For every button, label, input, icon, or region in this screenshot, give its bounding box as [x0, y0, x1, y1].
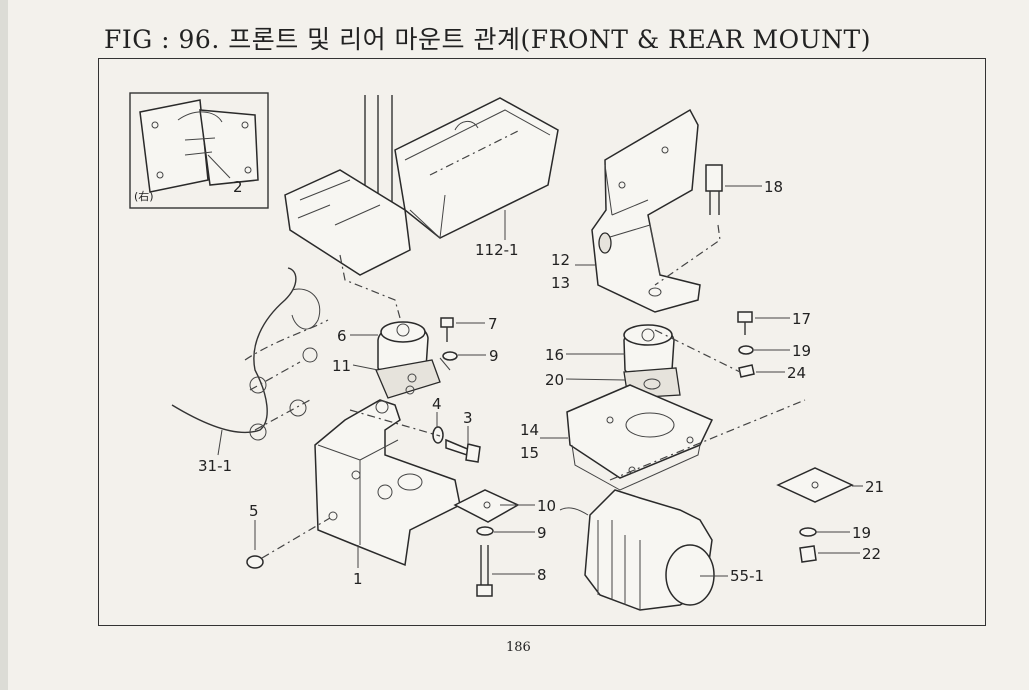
callout-14: 14	[520, 421, 539, 439]
leader-lines	[207, 154, 863, 577]
diagram-frame	[98, 58, 986, 626]
callout-31-1: 31-1	[198, 457, 232, 475]
part-12-13-rear-bracket	[591, 108, 721, 313]
callout-17: 17	[792, 310, 811, 328]
callout-7: 7	[488, 315, 498, 333]
callout-15: 15	[520, 444, 539, 462]
callout-9-front: 9	[489, 347, 499, 365]
callout-19-upper: 19	[792, 342, 811, 360]
callout-12: 12	[551, 251, 570, 269]
page-edge	[0, 0, 8, 690]
part-19-21-22-plate-nut	[776, 467, 854, 563]
callout-11: 11	[332, 357, 351, 375]
callout-3: 3	[463, 409, 473, 427]
callout-55-1: 55-1	[730, 567, 764, 585]
callout-19-lower: 19	[852, 524, 871, 542]
callout-4: 4	[432, 395, 442, 413]
part-3-4-5-fasteners	[246, 409, 481, 569]
part-1-bracket	[314, 399, 461, 567]
callout-2: 2	[233, 178, 243, 196]
callout-6: 6	[337, 327, 347, 345]
callout-10: 10	[537, 497, 556, 515]
part-7-9-bolt-washer	[439, 317, 458, 371]
figure-title: FIG : 96. 프론트 및 리어 마운트 관계(FRONT & REAR M…	[104, 25, 871, 54]
callout-labels: 2 112-1 18 12 13 7 9 6 11 17 19 16 20 24…	[198, 178, 884, 588]
part-55-1-transmission	[559, 489, 715, 611]
callout-24: 24	[787, 364, 806, 382]
callout-9-lower: 9	[537, 524, 547, 542]
part-17-19-24-fasteners	[654, 311, 755, 378]
callout-21: 21	[865, 478, 884, 496]
callout-5: 5	[249, 502, 259, 520]
part-14-15-support-plate	[566, 384, 806, 491]
callout-22: 22	[862, 545, 881, 563]
part-112-1-frame	[284, 95, 559, 319]
callout-8: 8	[537, 566, 547, 584]
callout-16: 16	[545, 346, 564, 364]
inset-label: (右)	[134, 189, 154, 203]
callout-13: 13	[551, 274, 570, 292]
page-number: 186	[506, 640, 531, 655]
inset-detail: (右)	[129, 92, 269, 209]
part-31-1-engine	[171, 267, 329, 441]
part-8-9-10-pad-bolt	[453, 489, 520, 597]
part-18-bolt	[705, 164, 723, 215]
callout-112-1: 112-1	[475, 241, 519, 259]
part-6-11-front-mount	[375, 321, 441, 399]
callout-18: 18	[764, 178, 783, 196]
callout-20: 20	[545, 371, 564, 389]
callout-1: 1	[353, 570, 363, 588]
